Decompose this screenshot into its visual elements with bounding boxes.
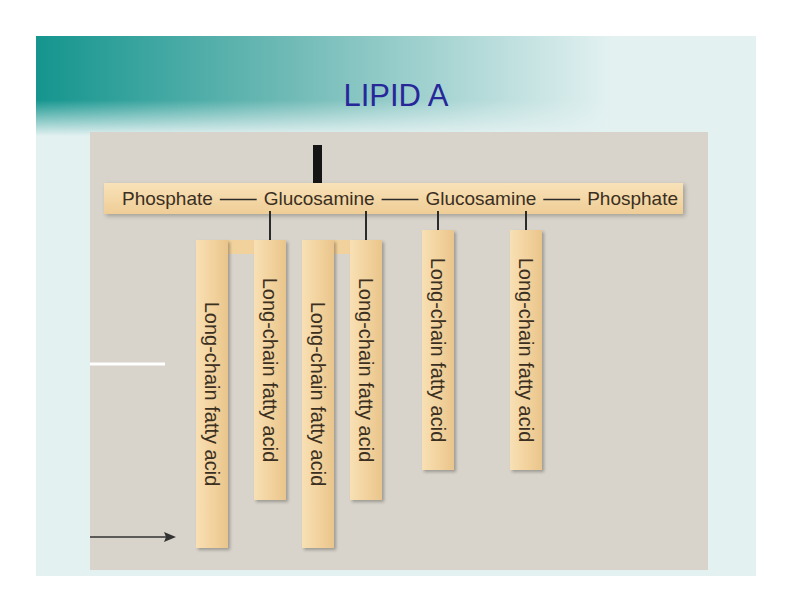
node-label: Phosphate [587, 188, 678, 209]
photo-ground [90, 132, 708, 570]
node-label: Long-chain fatty acid [515, 258, 537, 443]
node-label: Long-chain fatty acid [355, 278, 377, 463]
node-label: Long-chain fatty acid [201, 302, 223, 487]
node-label: Glucosamine [264, 188, 375, 209]
backbone-unit: Glucosamine [262, 186, 377, 211]
slide-title: LIPID A [0, 78, 792, 114]
node-label: Long-chain fatty acid [307, 302, 329, 487]
ester-bond [437, 211, 439, 230]
slide-ground [36, 36, 756, 576]
fatty-acid-bar: Long-chain fatty acid [350, 240, 382, 500]
pointer-arrow-line [90, 536, 166, 538]
fatty-acid-bar: Long-chain fatty acid [510, 230, 542, 470]
fatty-acid-bar: Long-chain fatty acid [196, 240, 228, 548]
fatty-acid-bar: Long-chain fatty acid [302, 240, 334, 548]
acyl-branch [228, 240, 254, 254]
node-label: Long-chain fatty acid [259, 278, 281, 463]
backbone-unit: Glucosamine [423, 186, 538, 211]
ester-bond [365, 211, 367, 240]
white-rule [90, 363, 165, 366]
ester-bond [525, 211, 527, 230]
glycosidic-bond [220, 199, 257, 201]
glycosidic-bond [543, 199, 580, 201]
backbone-unit: Phosphate [120, 186, 215, 211]
node-label: Phosphate [122, 188, 213, 209]
node-label: Long-chain fatty acid [427, 258, 449, 443]
core-attachment-bar [313, 145, 322, 183]
acyl-branch [334, 240, 350, 254]
fatty-acid-bar: Long-chain fatty acid [254, 240, 286, 500]
backbone-band [104, 183, 683, 214]
ester-bond [269, 211, 271, 240]
node-label: Glucosamine [425, 188, 536, 209]
pointer-arrow-head [164, 532, 176, 542]
backbone-unit: Phosphate [585, 186, 680, 211]
fatty-acid-bar: Long-chain fatty acid [422, 230, 454, 470]
glycosidic-bond [382, 199, 419, 201]
